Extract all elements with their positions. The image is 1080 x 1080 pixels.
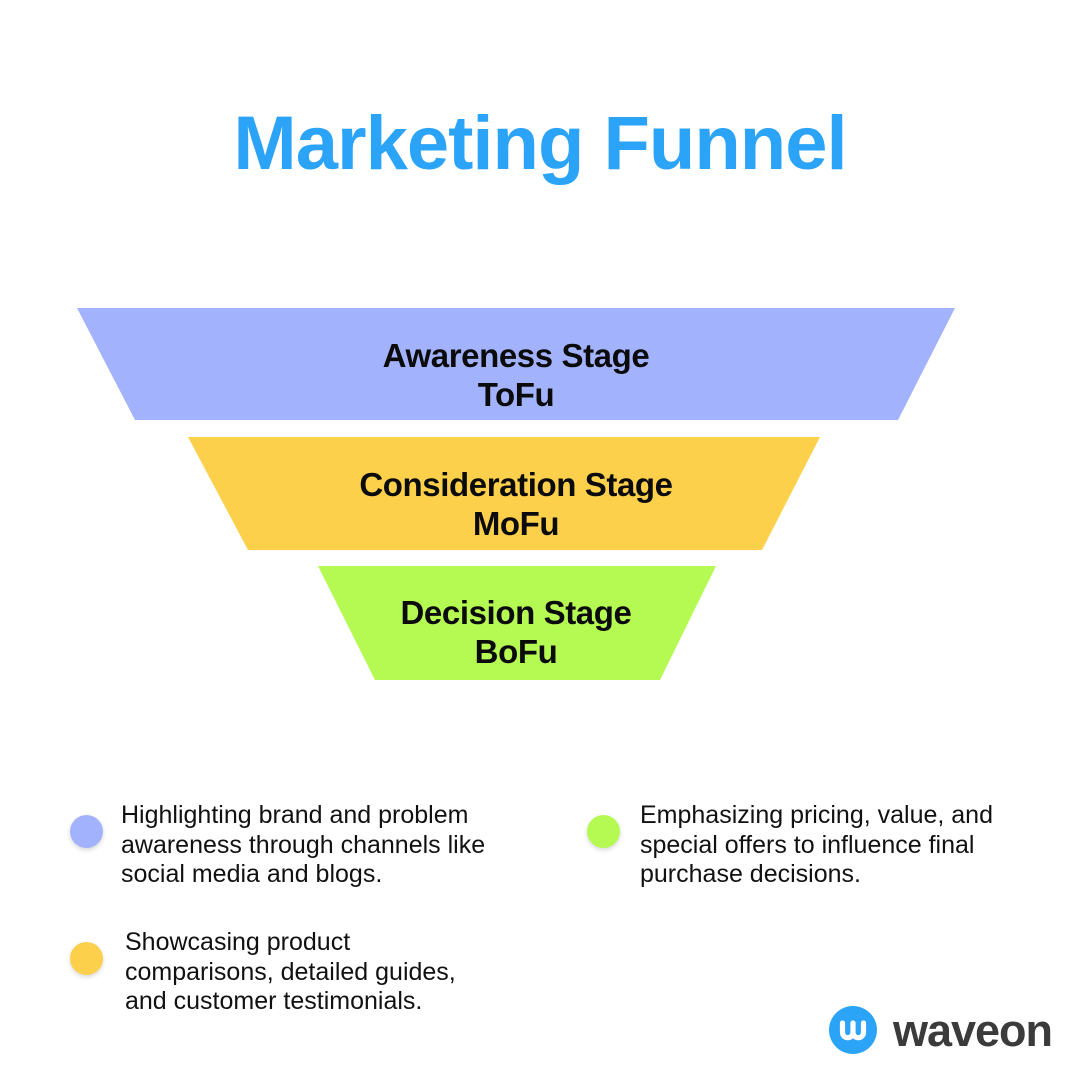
- funnel-stage-decision-title: Decision Stage: [400, 594, 632, 631]
- legend-text-decision: Emphasizing pricing, value, and special …: [640, 801, 993, 888]
- funnel-stage-consideration-label: Consideration Stage MoFu: [0, 466, 1032, 544]
- funnel-stage-decision-shape: [318, 566, 716, 680]
- funnel-stage-awareness-abbrev: ToFu: [477, 375, 555, 413]
- funnel-legend: Highlighting brand and problem awareness…: [0, 795, 1080, 1040]
- legend-item-decision: Emphasizing pricing, value, and special …: [587, 801, 1017, 890]
- funnel-stage-awareness-shape: [77, 308, 955, 420]
- legend-text-consideration: Showcasing product comparisons, detailed…: [125, 928, 456, 1015]
- funnel-stage-decision-label: Decision Stage BoFu: [0, 594, 1032, 672]
- legend-dot-decision-icon: [587, 815, 620, 848]
- brand-logo[interactable]: waveon: [828, 1004, 1053, 1056]
- marketing-funnel-diagram: Awareness Stage ToFu Consideration Stage…: [0, 300, 1080, 700]
- funnel-stage-consideration-shape: [188, 437, 820, 550]
- funnel-stage-consideration-abbrev: MoFu: [472, 504, 560, 542]
- waveon-mark-icon: [828, 1006, 877, 1054]
- funnel-stage-awareness[interactable]: Awareness Stage ToFu: [0, 308, 1080, 420]
- legend-item-awareness: Highlighting brand and problem awareness…: [70, 801, 500, 890]
- funnel-stage-awareness-title: Awareness Stage: [382, 337, 650, 374]
- legend-dot-consideration-icon: [70, 942, 103, 975]
- legend-item-consideration: Showcasing product comparisons, detailed…: [70, 928, 500, 1017]
- funnel-stage-decision[interactable]: Decision Stage BoFu: [0, 566, 1080, 680]
- funnel-stage-awareness-label: Awareness Stage ToFu: [0, 337, 1032, 415]
- funnel-stage-consideration[interactable]: Consideration Stage MoFu: [0, 437, 1080, 550]
- legend-dot-awareness-icon: [70, 815, 103, 848]
- page-title: Marketing Funnel: [233, 101, 847, 186]
- brand-name: waveon: [892, 1004, 1053, 1056]
- funnel-stage-consideration-title: Consideration Stage: [359, 466, 673, 503]
- legend-text-awareness: Highlighting brand and problem awareness…: [121, 801, 486, 888]
- funnel-stage-decision-abbrev: BoFu: [474, 632, 558, 670]
